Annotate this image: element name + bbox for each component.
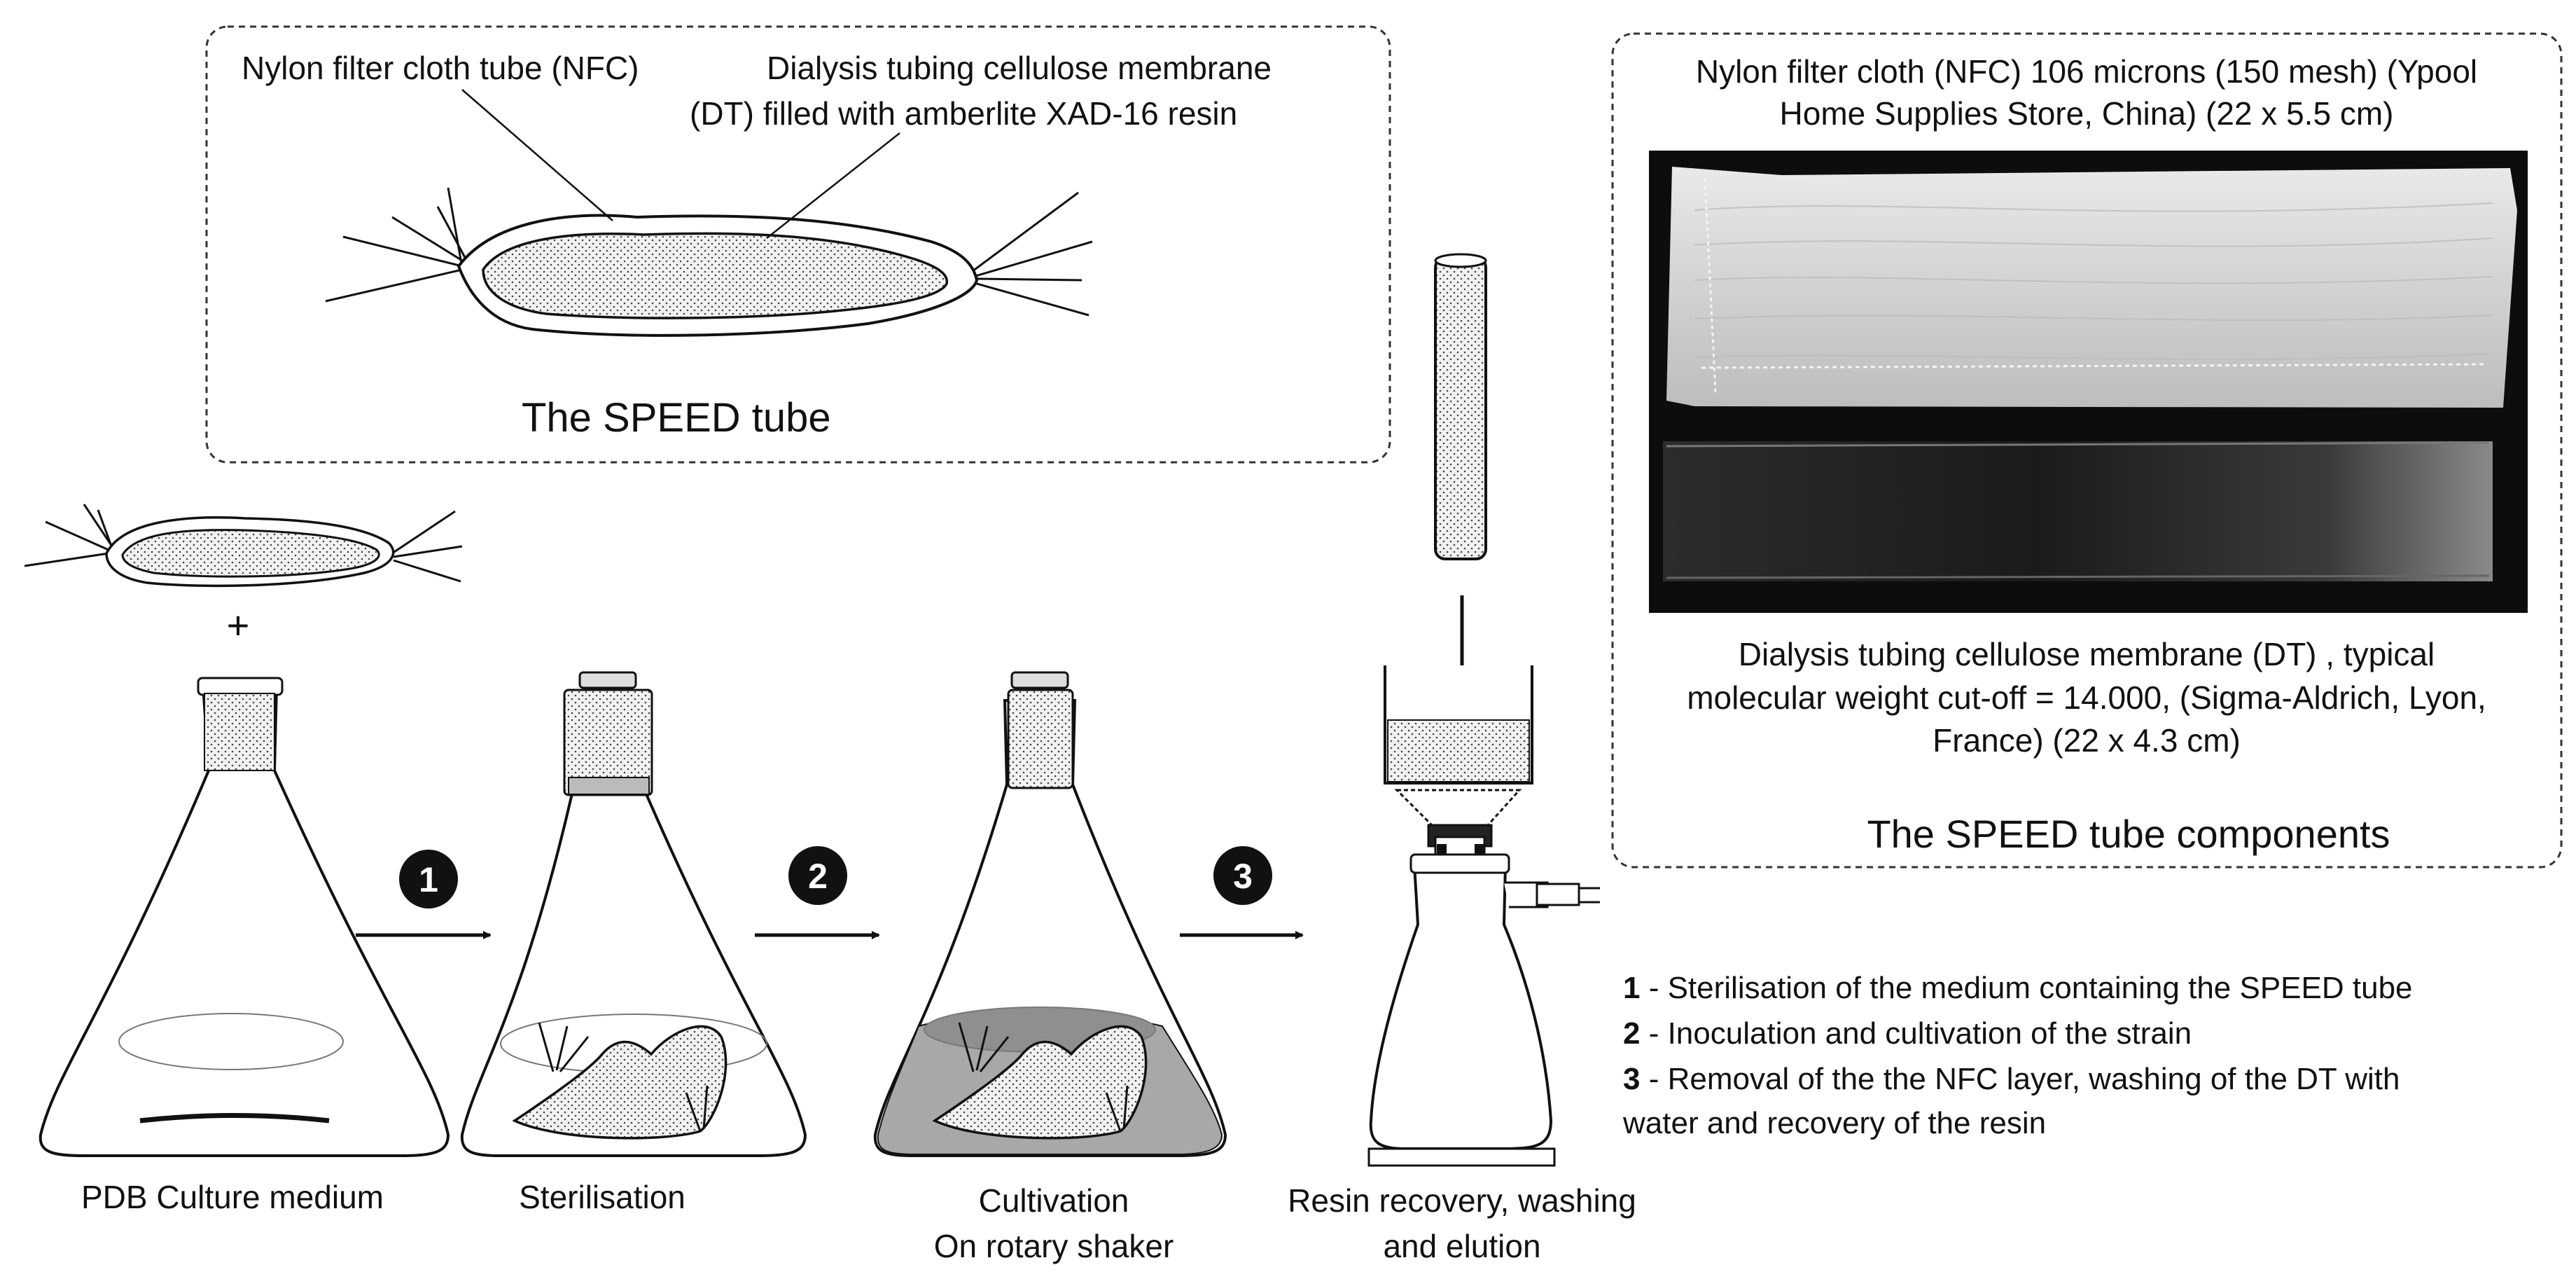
resin-column <box>1434 256 1487 560</box>
recovery-label-line2: and elution <box>1383 1228 1540 1264</box>
step-2-number: 2 <box>808 857 828 896</box>
speed-tube-illustration <box>325 89 1093 337</box>
nfc-component-line2: Home Supplies Store, China) (22 x 5.5 cm… <box>1780 95 2394 132</box>
cultivation-label-line2: On rotary shaker <box>934 1228 1174 1264</box>
dt-membrane-photo <box>1663 441 2493 581</box>
legend-item-3: 3 - Removal of the the NFC layer, washin… <box>1623 1062 2400 1096</box>
plus-sign: + <box>227 603 250 647</box>
speed-tube-panel-border <box>205 25 1391 464</box>
step-1-number: 1 <box>419 860 438 899</box>
step-3-badge: 3 <box>1213 846 1272 905</box>
step-3-number: 3 <box>1233 857 1253 896</box>
small-speed-tube <box>24 504 463 588</box>
step-1-badge: 1 <box>399 850 458 908</box>
dt-label-line1: Dialysis tubing cellulose membrane <box>767 50 1272 86</box>
sterilisation-label: Sterilisation <box>519 1179 685 1215</box>
components-panel: Nylon filter cloth (NFC) 106 microns (15… <box>1611 32 2563 869</box>
steps-legend: 1 - Sterilisation of the medium containi… <box>1622 971 2413 1140</box>
nfc-component-line1: Nylon filter cloth (NFC) 106 microns (15… <box>1696 53 2477 90</box>
nfc-pointer-line <box>461 89 613 221</box>
step-2-badge: 2 <box>788 846 847 905</box>
components-photo <box>1649 151 2528 613</box>
legend-item-3-line2: water and recovery of the resin <box>1622 1106 2046 1140</box>
flask-sterilisation <box>460 671 807 1157</box>
components-panel-border <box>1611 32 2563 869</box>
recovery-label-line1: Resin recovery, washing <box>1288 1182 1636 1219</box>
cultivation-label-line1: Cultivation <box>979 1182 1129 1219</box>
filtration-apparatus <box>1367 253 1600 1167</box>
flask-pdb <box>39 677 450 1157</box>
dt-component-line2: molecular weight cut-off = 14.000, (Sigm… <box>1687 679 2486 716</box>
pdb-label: PDB Culture medium <box>81 1179 384 1215</box>
speed-tube-panel: Nylon filter cloth tube (NFC) Dialysis t… <box>205 25 1391 464</box>
dt-component-line1: Dialysis tubing cellulose membrane (DT) … <box>1739 636 2435 672</box>
legend-item-1: 1 - Sterilisation of the medium containi… <box>1623 971 2413 1005</box>
speed-tube-title: The SPEED tube <box>522 395 831 441</box>
dt-component-line3: France) (22 x 4.3 cm) <box>1933 722 2241 759</box>
legend-item-2: 2 - Inoculation and cultivation of the s… <box>1623 1016 2192 1051</box>
flask-cultivation <box>873 671 1227 1157</box>
dt-label-line2: (DT) filled with amberlite XAD-16 resin <box>690 95 1237 132</box>
dt-resin-core <box>482 232 949 319</box>
components-title: The SPEED tube components <box>1867 812 2390 856</box>
nfc-label: Nylon filter cloth tube (NFC) <box>242 50 639 86</box>
nfc-cloth-photo <box>1666 167 2517 408</box>
dt-pointer-line <box>766 132 900 239</box>
